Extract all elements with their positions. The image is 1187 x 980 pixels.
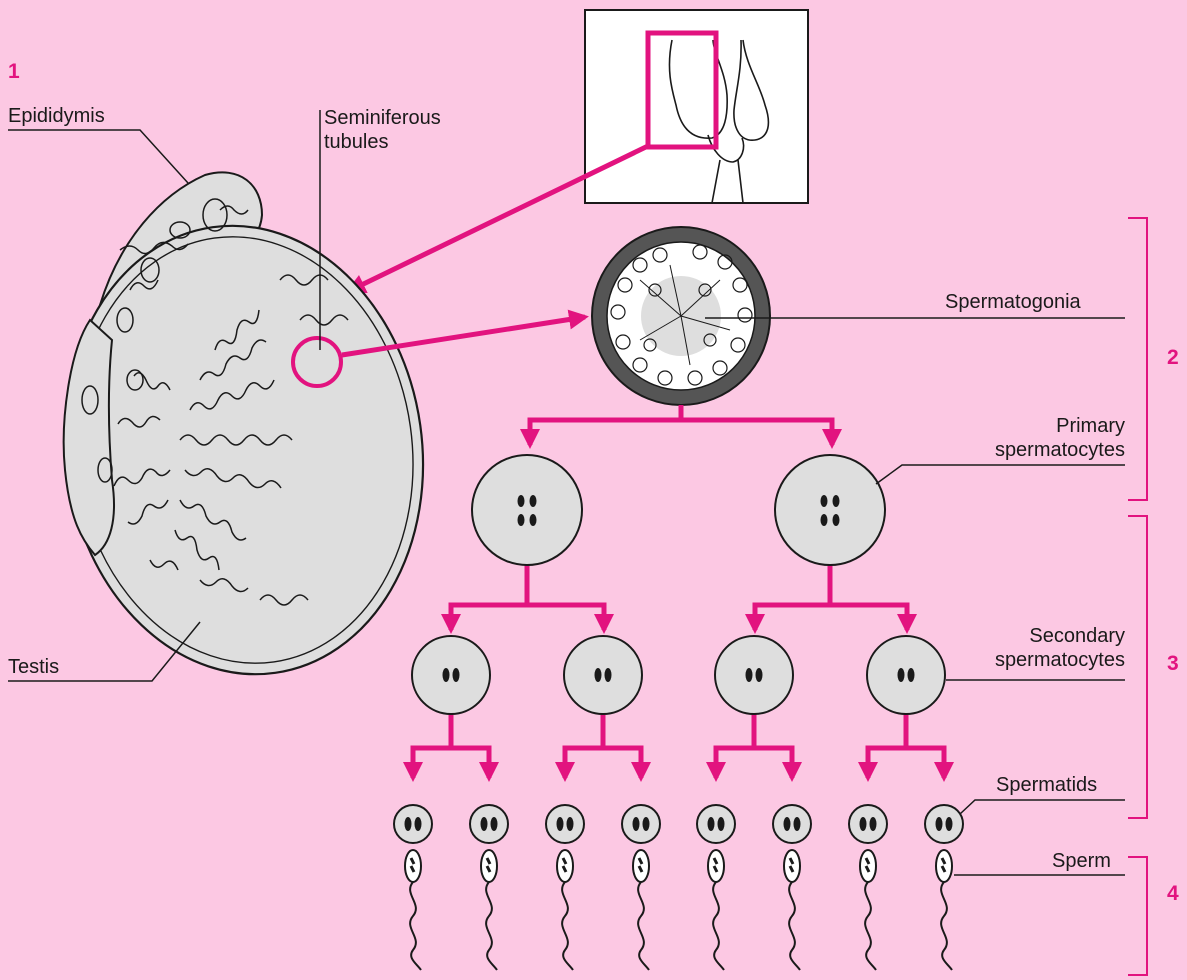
step-3-number: 3 (1167, 652, 1179, 676)
sperm-cells (405, 850, 952, 970)
step-1-number: 1 (8, 60, 20, 84)
label-testis: Testis (8, 655, 59, 679)
label-secondary-spermatocytes: Secondary spermatocytes (995, 624, 1125, 672)
label-spermatogonia: Spermatogonia (945, 290, 1081, 314)
label-primary-spermatocytes: Primary spermatocytes (995, 414, 1125, 462)
inset-figure (585, 10, 808, 203)
secondary-spermatocytes (412, 636, 945, 714)
label-sperm: Sperm (1052, 849, 1111, 873)
step-2-number: 2 (1167, 346, 1179, 370)
stage-brackets (1128, 218, 1147, 975)
primary-spermatocytes (472, 455, 885, 565)
label-spermatids: Spermatids (996, 773, 1097, 797)
label-seminiferous-tubules-line1: Seminiferous (324, 106, 441, 130)
label-epididymis: Epididymis (8, 104, 105, 128)
label-seminiferous-tubules: Seminiferous tubules (324, 106, 441, 154)
testis-drawing (36, 172, 451, 697)
spermatids (394, 805, 963, 843)
tubule-cross-section (592, 227, 770, 405)
label-primary-line2: spermatocytes (995, 438, 1125, 462)
label-secondary-line2: spermatocytes (995, 648, 1125, 672)
label-primary-line1: Primary (995, 414, 1125, 438)
step-4-number: 4 (1167, 882, 1179, 906)
label-seminiferous-tubules-line2: tubules (324, 130, 441, 154)
branch-arrows (413, 405, 944, 778)
label-secondary-line1: Secondary (995, 624, 1125, 648)
